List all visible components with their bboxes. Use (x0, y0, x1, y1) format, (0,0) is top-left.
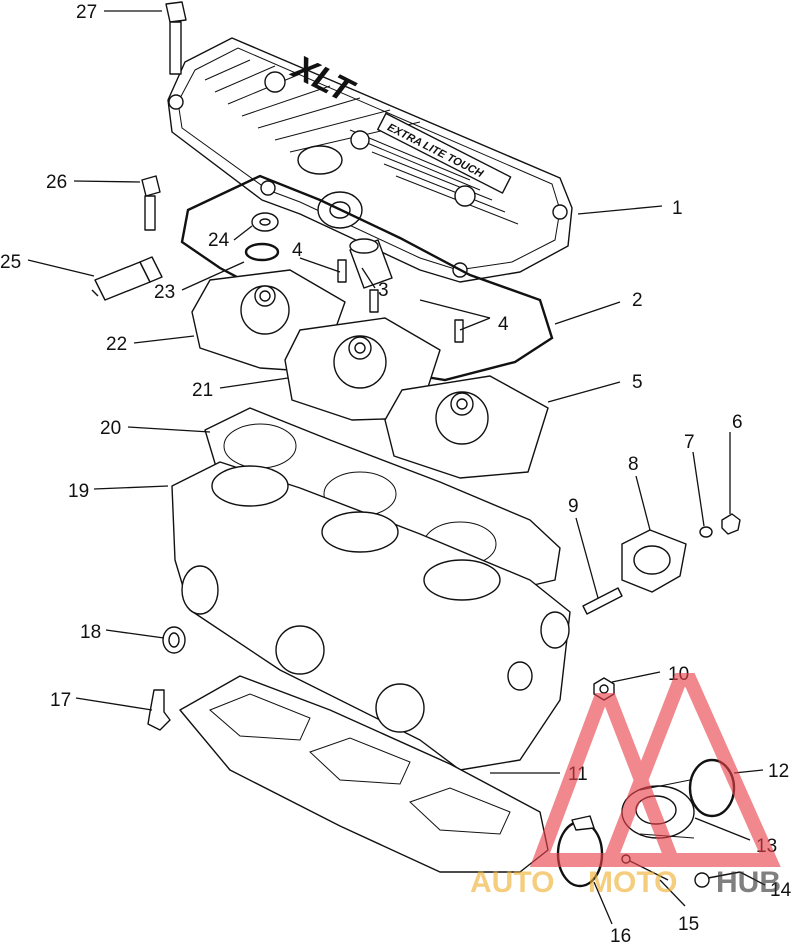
watermark-text-moto: MOTO (588, 866, 677, 899)
callout-5: 5 (632, 372, 643, 393)
spark-plug-part-17 (147, 689, 171, 731)
leader-lines (27, 10, 766, 925)
washer-part-24 (251, 212, 279, 232)
callout-25: 25 (0, 252, 21, 273)
callout-7: 7 (684, 432, 695, 453)
callout-21: 21 (192, 380, 213, 401)
callout-15: 15 (678, 914, 699, 935)
dowel-pins-part-4 (337, 259, 464, 343)
combustion-head-part-5 (384, 375, 549, 479)
callout-27: 27 (76, 2, 97, 23)
washer-part-7 (699, 526, 713, 538)
callout-2: 2 (632, 290, 643, 311)
callout-4b: 4 (498, 314, 509, 335)
hose-fitting-part-3 (349, 238, 393, 289)
callout-16: 16 (610, 926, 631, 944)
callout-23: 23 (154, 282, 175, 303)
flange-part-8 (621, 529, 687, 593)
callout-17: 17 (50, 690, 71, 711)
cylinder-cover-part-1: XLT EXTRA LITE TOUCH (167, 37, 573, 283)
nut-part-6 (721, 513, 741, 535)
stud-part-9 (582, 587, 623, 615)
callout-6: 6 (732, 412, 743, 433)
callout-14: 14 (770, 880, 792, 901)
callout-9: 9 (568, 496, 579, 517)
cylinder-block-part-19 (171, 461, 571, 771)
temp-sensor-part-25 (91, 256, 163, 301)
bolt-part-27 (165, 1, 187, 75)
watermark-text-auto: AUTO (470, 866, 554, 899)
seal-part-18 (162, 626, 186, 654)
callout-24: 24 (208, 230, 230, 251)
callout-22: 22 (106, 334, 127, 355)
watermark-logo: AUTO MOTO HUB (470, 673, 781, 899)
callout-18: 18 (80, 622, 101, 643)
watermark-text-hub: HUB (716, 866, 781, 899)
callout-1: 1 (672, 198, 683, 219)
callout-4a: 4 (292, 240, 303, 261)
callout-26: 26 (46, 172, 67, 193)
callout-20: 20 (100, 418, 121, 439)
o-ring-part-23 (244, 242, 280, 262)
bolt-part-26 (141, 175, 161, 231)
callout-8: 8 (628, 454, 639, 475)
callout-3: 3 (378, 280, 389, 301)
callout-19: 19 (68, 481, 89, 502)
watermark-triangle-icon-2 (599, 673, 781, 867)
callout-12: 12 (768, 761, 789, 782)
screw-part-14 (694, 871, 741, 888)
